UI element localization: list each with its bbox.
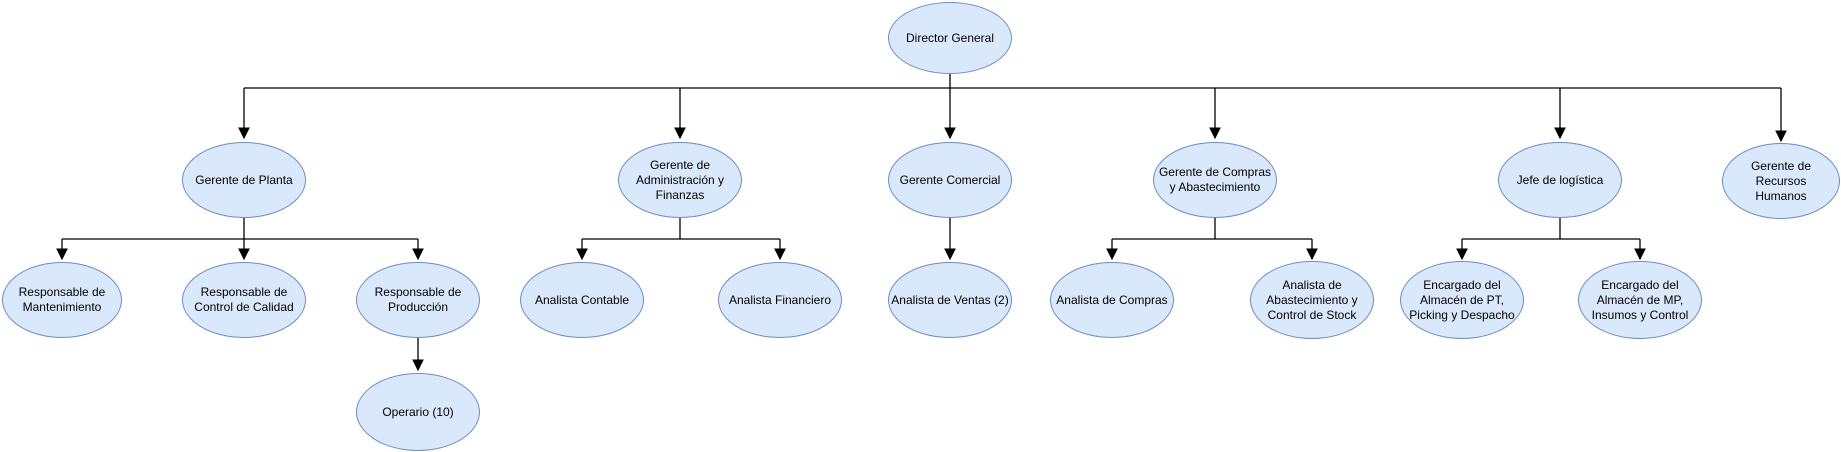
node-analista-compras[interactable]: Analista de Compras — [1050, 262, 1174, 338]
node-encargado-almacen-mp[interactable]: Encargado del Almacén de MP, Insumos y C… — [1578, 261, 1702, 339]
node-gerente-de-planta[interactable]: Gerente de Planta — [182, 142, 306, 218]
node-analista-compras-label: Analista de Compras — [1056, 292, 1168, 307]
node-operario[interactable]: Operario (10) — [356, 373, 480, 451]
node-analista-ventas-label: Analista de Ventas (2) — [891, 292, 1009, 307]
node-analista-abastecimiento-label: Analista de Abastecimiento y Control de … — [1266, 277, 1358, 322]
node-analista-financiero[interactable]: Analista Financiero — [718, 262, 842, 338]
node-resp-produccion-label: Responsable de Producción — [374, 285, 462, 314]
node-analista-ventas[interactable]: Analista de Ventas (2) — [888, 262, 1012, 338]
node-gerente-comercial-label: Gerente Comercial — [899, 172, 1001, 187]
node-director-general[interactable]: Director General — [888, 2, 1012, 74]
node-resp-mantenimiento-label: Responsable de Mantenimiento — [18, 285, 106, 314]
node-gerente-rrhh[interactable]: Gerente de Recursos Humanos — [1722, 143, 1840, 219]
node-gerente-rrhh-label: Gerente de Recursos Humanos — [1750, 158, 1812, 203]
node-resp-control-calidad[interactable]: Responsable de Control de Calidad — [182, 262, 306, 338]
node-gerente-de-planta-label: Gerente de Planta — [195, 172, 293, 187]
node-jefe-de-logistica-label: Jefe de logística — [1516, 172, 1604, 187]
node-gerente-admin-finanzas[interactable]: Gerente de Administración y Finanzas — [618, 142, 742, 218]
node-analista-contable[interactable]: Analista Contable — [520, 262, 644, 338]
node-resp-produccion[interactable]: Responsable de Producción — [356, 262, 480, 338]
node-gerente-admin-finanzas-label: Gerente de Administración y Finanzas — [635, 157, 725, 202]
node-encargado-almacen-pt-label: Encargado del Almacén de PT, Picking y D… — [1409, 277, 1515, 322]
node-jefe-de-logistica[interactable]: Jefe de logística — [1498, 142, 1622, 218]
node-director-general-label: Director General — [905, 30, 995, 45]
node-encargado-almacen-mp-label: Encargado del Almacén de MP, Insumos y C… — [1591, 277, 1689, 322]
node-gerente-compras[interactable]: Gerente de Compras y Abastecimiento — [1153, 142, 1277, 218]
node-resp-control-calidad-label: Responsable de Control de Calidad — [194, 285, 294, 314]
node-encargado-almacen-pt[interactable]: Encargado del Almacén de PT, Picking y D… — [1400, 261, 1524, 339]
node-resp-mantenimiento[interactable]: Responsable de Mantenimiento — [2, 262, 122, 338]
node-gerente-comercial[interactable]: Gerente Comercial — [888, 142, 1012, 218]
node-analista-financiero-label: Analista Financiero — [728, 292, 832, 307]
node-gerente-compras-label: Gerente de Compras y Abastecimiento — [1158, 165, 1272, 194]
node-analista-abastecimiento[interactable]: Analista de Abastecimiento y Control de … — [1250, 261, 1374, 339]
node-operario-label: Operario (10) — [382, 404, 454, 419]
node-analista-contable-label: Analista Contable — [534, 292, 630, 307]
